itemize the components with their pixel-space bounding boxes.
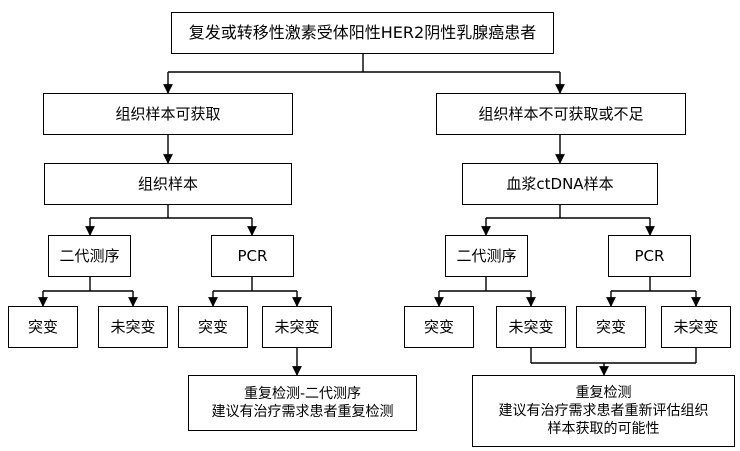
right-branch-node: 组织样本不可获取或不足 xyxy=(436,93,686,135)
right-advice-line-1: 重复检测 xyxy=(575,385,632,401)
left-pcr-node: PCR xyxy=(211,235,294,277)
left-branch-node: 组织样本可获取 xyxy=(43,93,293,135)
right-branch-label: 组织样本不可获取或不足 xyxy=(478,105,644,123)
right-pcr-no-mutation-label: 未突变 xyxy=(673,318,719,336)
right-ngs-mutation-label: 突变 xyxy=(423,318,454,336)
right-ngs-mutation-node: 突变 xyxy=(404,306,474,348)
tissue-sample-node: 组织样本 xyxy=(44,163,292,205)
right-pcr-label: PCR xyxy=(634,247,665,265)
plasma-sample-label: 血浆ctDNA样本 xyxy=(506,175,614,193)
right-advice-line-3: 样本获取的可能性 xyxy=(547,421,660,437)
right-ngs-label: 二代测序 xyxy=(456,247,517,265)
left-pcr-mutation-label: 突变 xyxy=(197,318,228,336)
right-pcr-mutation-node: 突变 xyxy=(576,306,646,348)
tissue-sample-label: 组织样本 xyxy=(137,175,198,193)
right-ngs-no-mutation-node: 未突变 xyxy=(496,306,566,348)
left-pcr-label: PCR xyxy=(237,247,268,265)
left-ngs-no-mutation-label: 未突变 xyxy=(110,318,156,336)
right-ngs-node: 二代测序 xyxy=(445,235,528,277)
left-ngs-node: 二代测序 xyxy=(48,235,131,277)
root-node-label: 复发或转移性激素受体阳性HER2阴性乳腺癌患者 xyxy=(188,23,537,42)
right-advice-node: 重复检测 建议有治疗需求患者重新评估组织 样本获取的可能性 xyxy=(472,375,735,447)
left-pcr-no-mutation-label: 未突变 xyxy=(274,318,320,336)
left-ngs-label: 二代测序 xyxy=(59,247,120,265)
left-advice-line-2: 建议有治疗需求患者重复检测 xyxy=(211,404,394,420)
left-advice-node: 重复检测-二代测序 建议有治疗需求患者重复检测 xyxy=(188,375,417,431)
left-branch-label: 组织样本可获取 xyxy=(115,105,221,123)
left-ngs-mutation-label: 突变 xyxy=(27,318,58,336)
right-pcr-no-mutation-node: 未突变 xyxy=(661,306,731,348)
right-advice-line-2: 建议有治疗需求患者重新评估组织 xyxy=(498,403,709,419)
left-pcr-mutation-node: 突变 xyxy=(178,306,248,348)
left-advice-line-1: 重复检测-二代测序 xyxy=(243,386,362,402)
root-node: 复发或转移性激素受体阳性HER2阴性乳腺癌患者 xyxy=(171,12,554,54)
left-pcr-no-mutation-node: 未突变 xyxy=(262,306,332,348)
right-pcr-node: PCR xyxy=(608,235,691,277)
plasma-sample-node: 血浆ctDNA样本 xyxy=(462,163,658,205)
left-ngs-mutation-node: 突变 xyxy=(8,306,78,348)
right-pcr-mutation-label: 突变 xyxy=(595,318,626,336)
left-ngs-no-mutation-node: 未突变 xyxy=(98,306,168,348)
right-ngs-no-mutation-label: 未突变 xyxy=(508,318,554,336)
